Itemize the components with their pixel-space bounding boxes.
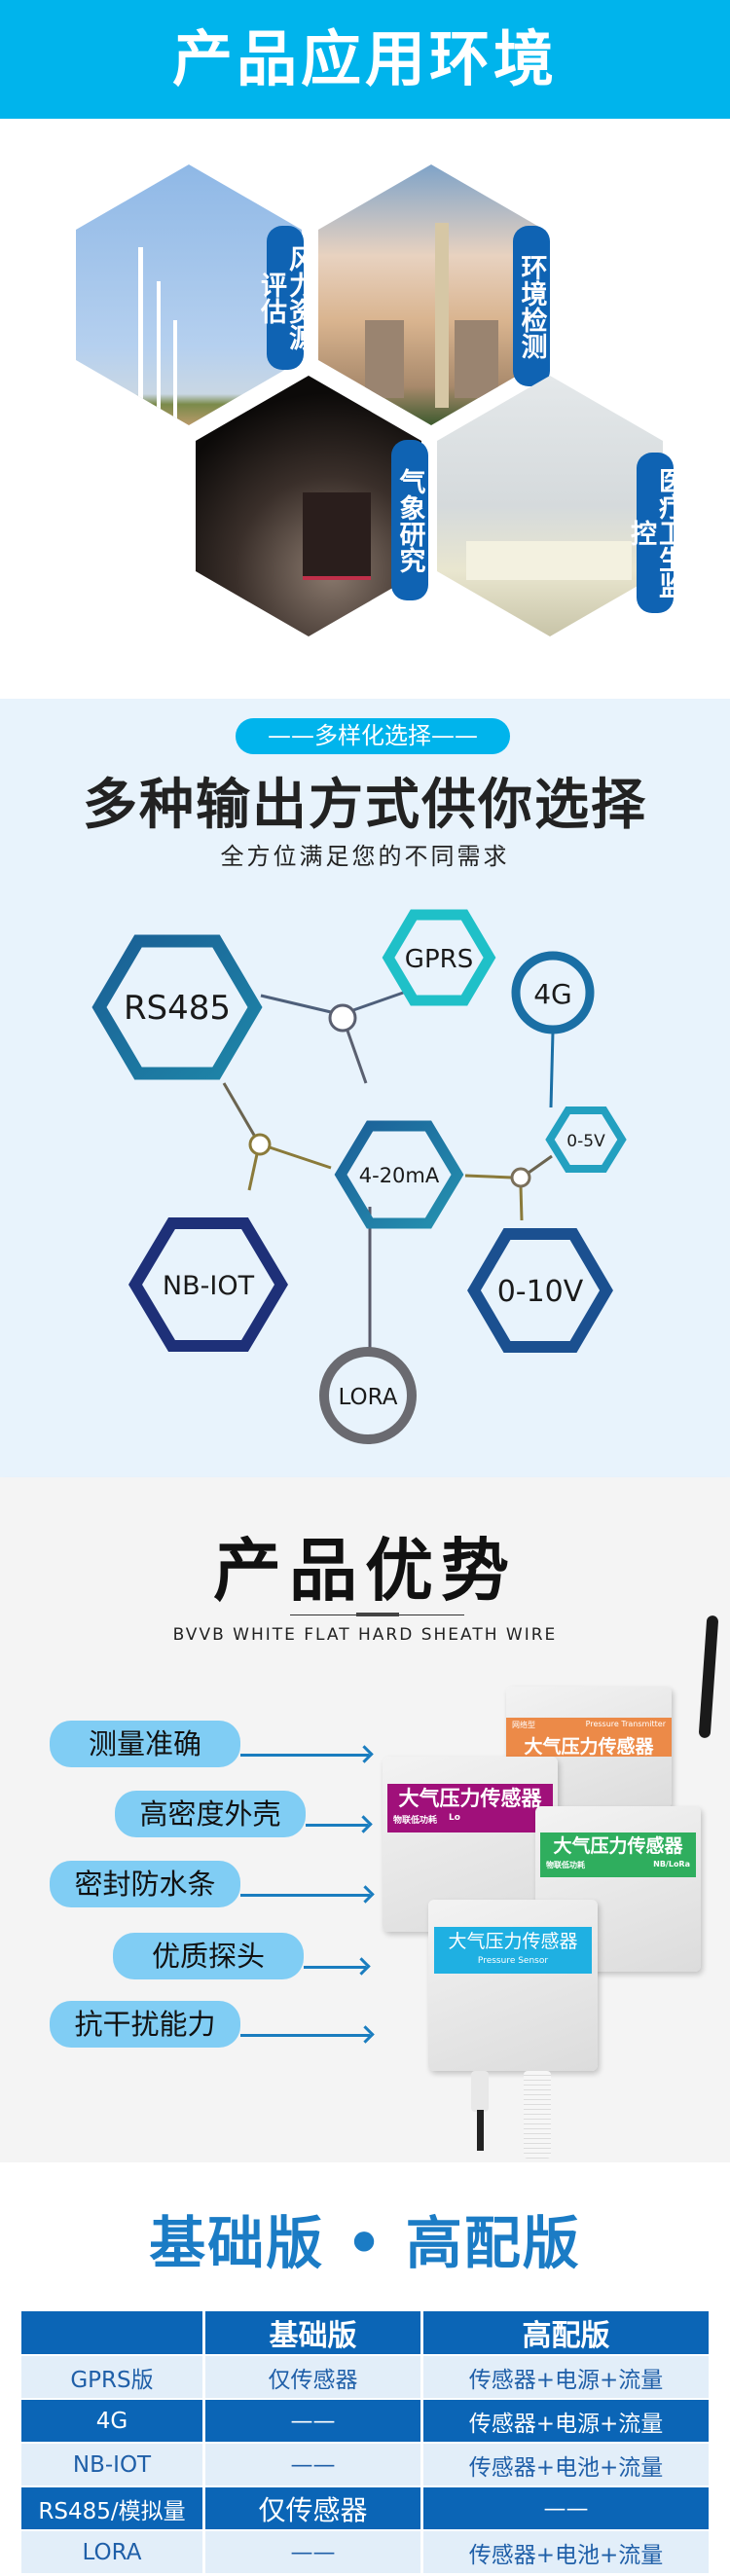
table-row: RS485/模拟量仅传感器—— (21, 2487, 709, 2529)
4g-circle (511, 951, 595, 1034)
product-type: 网络型 (512, 1721, 535, 1729)
product-sub: 物联低功耗 (546, 1861, 585, 1869)
arrow-icon (240, 1754, 369, 1757)
connector-line (247, 1153, 259, 1191)
arrow-icon (240, 1894, 370, 1897)
app-label-environment: 环境检测 (513, 226, 550, 386)
header-cell: 高配版 (423, 2311, 709, 2354)
connector-line (549, 1031, 555, 1108)
table-cell: GPRS版 (21, 2356, 202, 2398)
table-cell: NB-IOT (21, 2444, 202, 2485)
power-plant-image (318, 164, 544, 425)
feature-pill: 高密度外壳 (115, 1791, 306, 1837)
table-cell: —— (205, 2444, 420, 2485)
lora-circle (319, 1347, 417, 1444)
table-cell: 传感器+电源+流量 (423, 2356, 709, 2398)
header-cell: 基础版 (205, 2311, 420, 2354)
node-label-0-10v: 0-10V (497, 1275, 584, 1309)
4-20ma-hexagon (334, 1120, 464, 1229)
application-section: 产品应用环境 风力资源评估 环境检测 气象研究 医疗卫生监控 (0, 0, 730, 699)
cable-gland (471, 2071, 489, 2112)
connector-line (346, 1030, 368, 1084)
header-cell (21, 2311, 202, 2354)
arrow-icon (306, 1824, 368, 1827)
section-tag: ——多样化选择—— (236, 718, 510, 754)
connector-line (528, 1154, 553, 1175)
connector-line (222, 1082, 257, 1138)
product-tag: Lo (449, 1813, 460, 1823)
node-label-4-20ma: 4-20mA (359, 1164, 440, 1187)
table-cell: —— (205, 2531, 420, 2573)
output-diagram: RS485 GPRS 4G 4-20mA 0-5V NB-IOT 0-10V L… (91, 909, 627, 1444)
section-title: 产品优势 (213, 1531, 517, 1611)
product-blue: 大气压力传感器 Pressure Sensor (428, 1900, 598, 2071)
gprs-hexagon (382, 909, 496, 1006)
junction-node (510, 1167, 531, 1188)
table-row: 4G——传感器+电源+流量 (21, 2400, 709, 2442)
node-label-lora: LORA (339, 1385, 398, 1410)
divider-accent (356, 1613, 399, 1616)
node-label-4g: 4G (533, 978, 572, 1010)
junction-node (248, 1133, 272, 1156)
product-name: 大气压力传感器 (448, 1931, 578, 1952)
table-cell: 传感器+电池+流量 (423, 2531, 709, 2573)
table-header-row: 基础版 高配版 (21, 2311, 709, 2354)
section-title: 多种输出方式供你选择 (83, 774, 647, 837)
node-label-nb-iot: NB-IOT (163, 1271, 255, 1301)
microscope-image (196, 376, 421, 636)
feature-pill: 抗干扰能力 (50, 2001, 240, 2048)
product-name: 大气压力传感器 (524, 1736, 654, 1758)
section-title: 基础版 • 高配版 (149, 2210, 581, 2276)
section-subtitle: BVVB WHITE FLAT HARD SHEATH WIRE (172, 1625, 558, 1645)
table-cell: —— (423, 2487, 709, 2529)
node-label-0-5v: 0-5V (566, 1132, 605, 1151)
version-table: 基础版 高配版 GPRS版仅传感器传感器+电源+流量 4G——传感器+电源+流量… (18, 2309, 712, 2575)
section-header: 产品应用环境 (0, 0, 730, 119)
table-cell: 传感器+电池+流量 (423, 2444, 709, 2485)
app-label-wind: 风力资源评估 (256, 226, 314, 370)
table-row: GPRS版仅传感器传感器+电源+流量 (21, 2356, 709, 2398)
product-tag: NB/LoRa (653, 1860, 690, 1869)
product-sub: 物联低功耗 (393, 1816, 438, 1826)
connector-line (260, 994, 332, 1014)
0-5v-hexagon (545, 1107, 627, 1173)
0-10v-hexagon (467, 1228, 613, 1353)
table-cell: 仅传感器 (205, 2356, 420, 2398)
product-green: 大气压力传感器 物联低功耗 NB/LoRa (535, 1806, 701, 1972)
table-cell: RS485/模拟量 (21, 2487, 202, 2529)
table-cell: —— (205, 2400, 420, 2442)
cable (477, 2110, 484, 2151)
table-cell: 4G (21, 2400, 202, 2442)
advantages-section: 产品优势 BVVB WHITE FLAT HARD SHEATH WIRE 测量… (0, 1477, 730, 2162)
table-cell: LORA (21, 2531, 202, 2573)
sensor-probe (524, 2071, 551, 2159)
section-subtitle: 全方位满足您的不同需求 (220, 843, 510, 870)
feature-pill: 测量准确 (50, 1721, 240, 1767)
output-options-section: ——多样化选择—— 多种输出方式供你选择 全方位满足您的不同需求 (0, 699, 730, 1477)
product-name: 大气压力传感器 (553, 1835, 683, 1857)
arrow-icon (240, 2034, 370, 2037)
connector-line (464, 1174, 513, 1179)
product-name: 大气压力传感器 (398, 1787, 542, 1810)
table-row: NB-IOT——传感器+电池+流量 (21, 2444, 709, 2485)
node-label-rs485: RS485 (124, 989, 231, 1028)
feature-pill: 优质探头 (113, 1933, 304, 1979)
feature-pill: 密封防水条 (50, 1861, 240, 1907)
table-row: LORA——传感器+电池+流量 (21, 2531, 709, 2573)
connector-line (352, 989, 410, 1012)
app-label-medical: 医疗卫生监控 (626, 453, 684, 613)
product-en: Pressure Transmitter (585, 1720, 666, 1728)
versions-section: 基础版 • 高配版 基础版 高配版 GPRS版仅传感器传感器+电源+流量 4G—… (0, 2162, 730, 2576)
junction-node (328, 1003, 357, 1033)
arrow-icon (304, 1966, 366, 1969)
connector-line (269, 1145, 332, 1170)
product-en: Pressure Sensor (477, 1956, 549, 1966)
node-label-gprs: GPRS (405, 945, 473, 974)
app-label-weather: 气象研究 (391, 440, 428, 600)
rs485-hexagon (91, 934, 263, 1080)
table-cell: 仅传感器 (205, 2487, 420, 2529)
connector-line (519, 1185, 524, 1221)
table-cell: 传感器+电源+流量 (423, 2400, 709, 2442)
nb-iot-hexagon (128, 1217, 288, 1352)
